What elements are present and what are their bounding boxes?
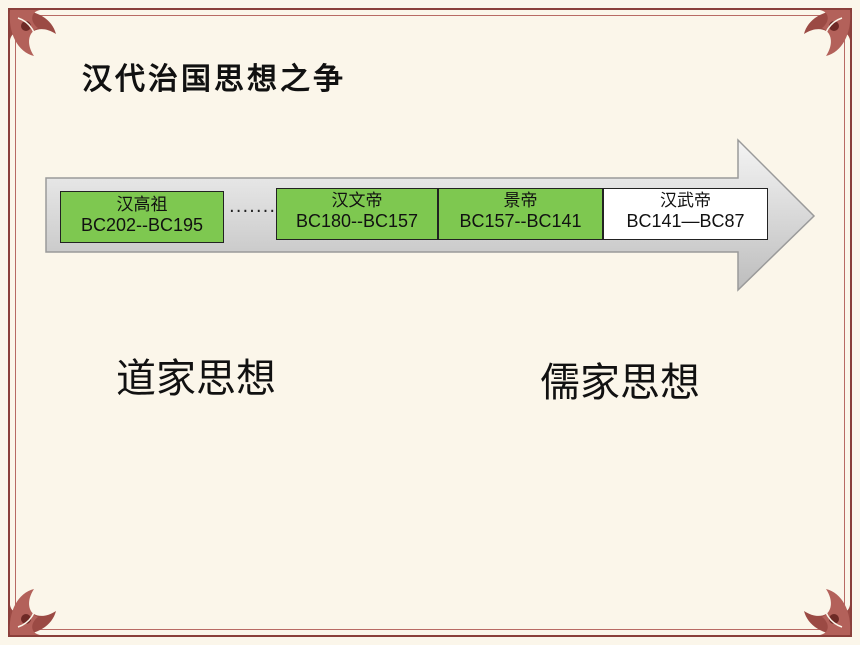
period-name: 汉高祖: [116, 195, 168, 215]
period-years: BC180--BC157: [295, 211, 419, 232]
slide-title: 汉代治国思想之争: [82, 62, 346, 97]
timeline-period-wudi: 汉武帝 BC141—BC87: [603, 188, 768, 240]
timeline-period-gaozu: 汉高祖 BC202--BC195: [60, 191, 224, 243]
slide-frame-inner: [15, 15, 845, 630]
period-years: BC202--BC195: [80, 215, 204, 236]
slide-frame-outer: [8, 8, 852, 637]
corner-ornament-icon: [804, 9, 851, 56]
timeline-period-jingdi: 景帝 BC157--BC141: [438, 188, 603, 240]
corner-ornament-icon: [9, 9, 56, 56]
corner-ornament-icon: [9, 589, 56, 636]
period-years: BC141—BC87: [626, 211, 745, 232]
corner-ornament-icon: [804, 589, 851, 636]
timeline-ellipsis: .......: [229, 196, 277, 217]
thought-confucian: 儒家思想: [540, 360, 700, 406]
thought-daoist: 道家思想: [116, 356, 276, 402]
period-years: BC157--BC141: [459, 211, 582, 232]
timeline-period-wendi: 汉文帝 BC180--BC157: [276, 188, 438, 240]
period-name: 汉文帝: [331, 191, 383, 211]
period-name: 景帝: [503, 191, 538, 211]
period-name: 汉武帝: [660, 191, 711, 211]
